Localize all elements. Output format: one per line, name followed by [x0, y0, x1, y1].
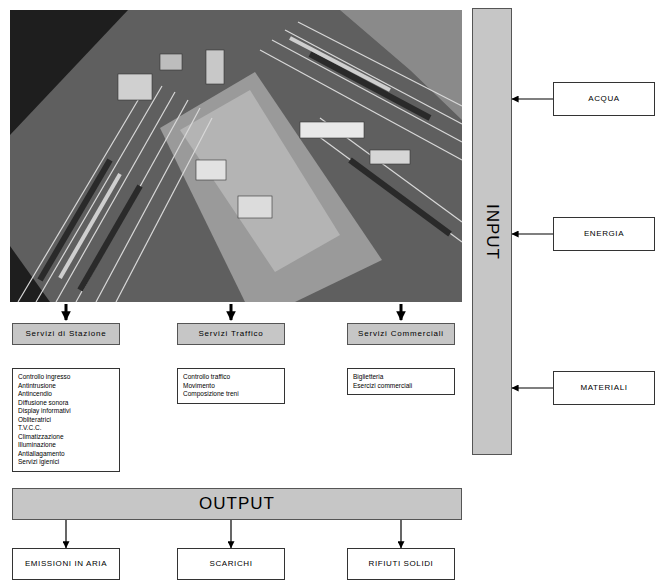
- node-text: OUTPUT: [199, 494, 275, 514]
- node-text: Esercizi commerciali: [353, 382, 412, 391]
- input-box: ACQUA: [553, 82, 655, 116]
- service-box: Servizi Traffico: [177, 323, 285, 345]
- node-text: Illuminazione: [18, 441, 56, 450]
- output-box: RIFIUTI SOLIDI: [347, 548, 455, 580]
- node-text: T.V.C.C.: [18, 424, 42, 433]
- service-box: Servizi Commerciali: [347, 323, 455, 345]
- node-text: Servizi Commerciali: [358, 329, 444, 339]
- output-box: EMISSIONI IN ARIA: [12, 548, 120, 580]
- node-text: ENERGIA: [584, 229, 624, 239]
- flow-arrow: [65, 520, 66, 548]
- output-box: SCARICHI: [177, 548, 285, 580]
- node-text: ACQUA: [588, 94, 619, 104]
- flow-arrow: [512, 98, 553, 99]
- service-list: BiglietteriaEsercizi commerciali: [347, 368, 455, 395]
- node-text: Antiallagamento: [18, 450, 65, 459]
- node-text: Controllo ingresso: [18, 373, 70, 382]
- flow-arrow: [66, 304, 401, 320]
- node-text: Servizi Traffico: [198, 329, 263, 339]
- flow-arrow: [230, 520, 231, 548]
- input-box: ENERGIA: [553, 217, 655, 251]
- input-bar: INPUT: [472, 8, 512, 455]
- output-bar: OUTPUT: [12, 488, 462, 520]
- node-text: Movimento: [183, 382, 215, 391]
- flow-arrow: [512, 233, 553, 234]
- station-photo: [10, 10, 462, 302]
- node-text: Obliteratrici: [18, 416, 51, 425]
- node-text: Antintrusione: [18, 382, 56, 391]
- input-box: MATERIALI: [553, 371, 655, 405]
- node-text: Controllo traffico: [183, 373, 230, 382]
- node-text: Servizi di Stazione: [25, 329, 106, 339]
- service-list: Controllo ingressoAntintrusioneAntincend…: [12, 368, 120, 472]
- service-list: Controllo trafficoMovimentoComposizione …: [177, 368, 285, 404]
- node-text: INPUT: [482, 204, 502, 260]
- node-text: RIFIUTI SOLIDI: [369, 559, 434, 569]
- service-box: Servizi di Stazione: [12, 323, 120, 345]
- flow-arrow: [400, 520, 401, 548]
- node-text: Climatizzazione: [18, 433, 64, 442]
- flow-arrow: [512, 387, 553, 388]
- node-text: Diffusione sonora: [18, 399, 68, 408]
- node-text: SCARICHI: [209, 559, 252, 569]
- node-text: Biglietteria: [353, 373, 383, 382]
- node-text: Display informativi: [18, 407, 71, 416]
- node-text: Servizi igienici: [18, 458, 59, 467]
- node-text: Antincendio: [18, 390, 52, 399]
- node-text: Composizione treni: [183, 390, 239, 399]
- node-text: EMISSIONI IN ARIA: [25, 559, 107, 569]
- node-text: MATERIALI: [580, 383, 627, 393]
